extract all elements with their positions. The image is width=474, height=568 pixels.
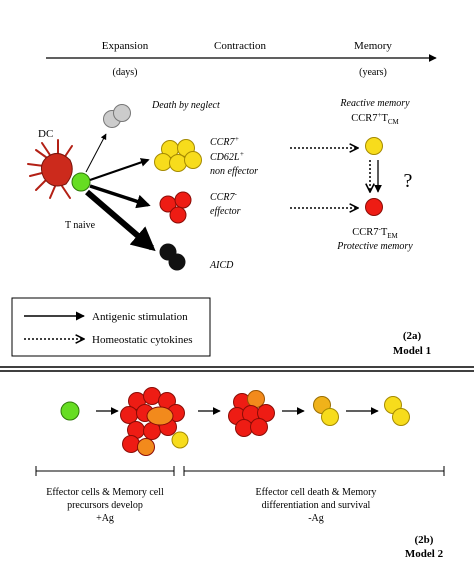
tcm-cell	[365, 137, 383, 155]
label-effector: effector	[210, 206, 241, 217]
model1-title: Model 1	[393, 345, 431, 357]
m2-phase1-line3: +Ag	[96, 513, 114, 524]
timeline-days: (days)	[113, 67, 138, 78]
arrow-to-aicd	[85, 189, 156, 252]
panel-id-2a: (2a)	[403, 330, 422, 342]
dendritic-cell	[27, 139, 73, 199]
ccr7-negative-cells	[159, 191, 192, 224]
label-protective-memory: Protective memory	[336, 241, 413, 252]
label-dc: DC	[38, 128, 53, 140]
m2-effector-cluster	[120, 387, 189, 456]
aicd-cells	[159, 243, 186, 271]
arrow-to-ccr7-negative	[89, 184, 151, 209]
m2-naive-cell	[60, 401, 80, 421]
legend-antigenic-stimulation: Antigenic stimulation	[92, 311, 188, 323]
label-ccr7-negative: CCR7-	[210, 190, 237, 203]
model2-title: Model 2	[405, 548, 444, 560]
question-mark: ?	[404, 170, 413, 192]
label-reactive-memory: Reactive memory	[339, 98, 410, 109]
timeline-years: (years)	[359, 67, 387, 78]
legend-homeostatic-cytokines: Homeostatic cytokines	[92, 334, 193, 346]
m2-phase1-line1: Effector cells & Memory cell	[46, 487, 164, 498]
neglect-cells	[103, 104, 131, 128]
label-t-naive: T naive	[65, 220, 96, 231]
timeline-memory: Memory	[354, 40, 392, 52]
m2-phase2-line1: Effector cell death & Memory	[256, 487, 377, 498]
timeline-expansion: Expansion	[102, 40, 149, 52]
timeline-contraction: Contraction	[214, 40, 266, 52]
panel-id-2b: (2b)	[415, 534, 434, 546]
label-cd62l: CD62L+	[210, 150, 244, 163]
m2-contraction-cluster	[228, 390, 275, 437]
label-ccr7-positive: CCR7+	[210, 135, 239, 148]
label-non-effector: non effector	[210, 166, 258, 177]
m2-phase1-bracket	[35, 466, 175, 476]
m2-memory-precursors	[313, 396, 339, 426]
arrow-to-neglect	[85, 133, 107, 173]
m2-phase2-line2: differentiation and survival	[262, 500, 371, 511]
label-death-by-neglect: Death by neglect	[151, 100, 220, 111]
t-naive-cell	[71, 172, 91, 192]
m2-phase1-line2: precursors develop	[67, 500, 143, 511]
label-aicd: AICD	[209, 260, 234, 271]
m2-memory-cells	[384, 396, 410, 426]
tem-cell	[365, 198, 383, 216]
label-tcm: CCR7+TCM	[351, 111, 399, 126]
m2-phase2-line3: -Ag	[308, 513, 324, 524]
arrow-to-ccr7-positive	[89, 158, 150, 182]
m2-phase2-bracket	[183, 466, 445, 476]
ccr7-positive-cells	[154, 139, 202, 172]
label-tem: CCR7-TEM	[352, 225, 398, 240]
legend-box	[11, 297, 211, 357]
